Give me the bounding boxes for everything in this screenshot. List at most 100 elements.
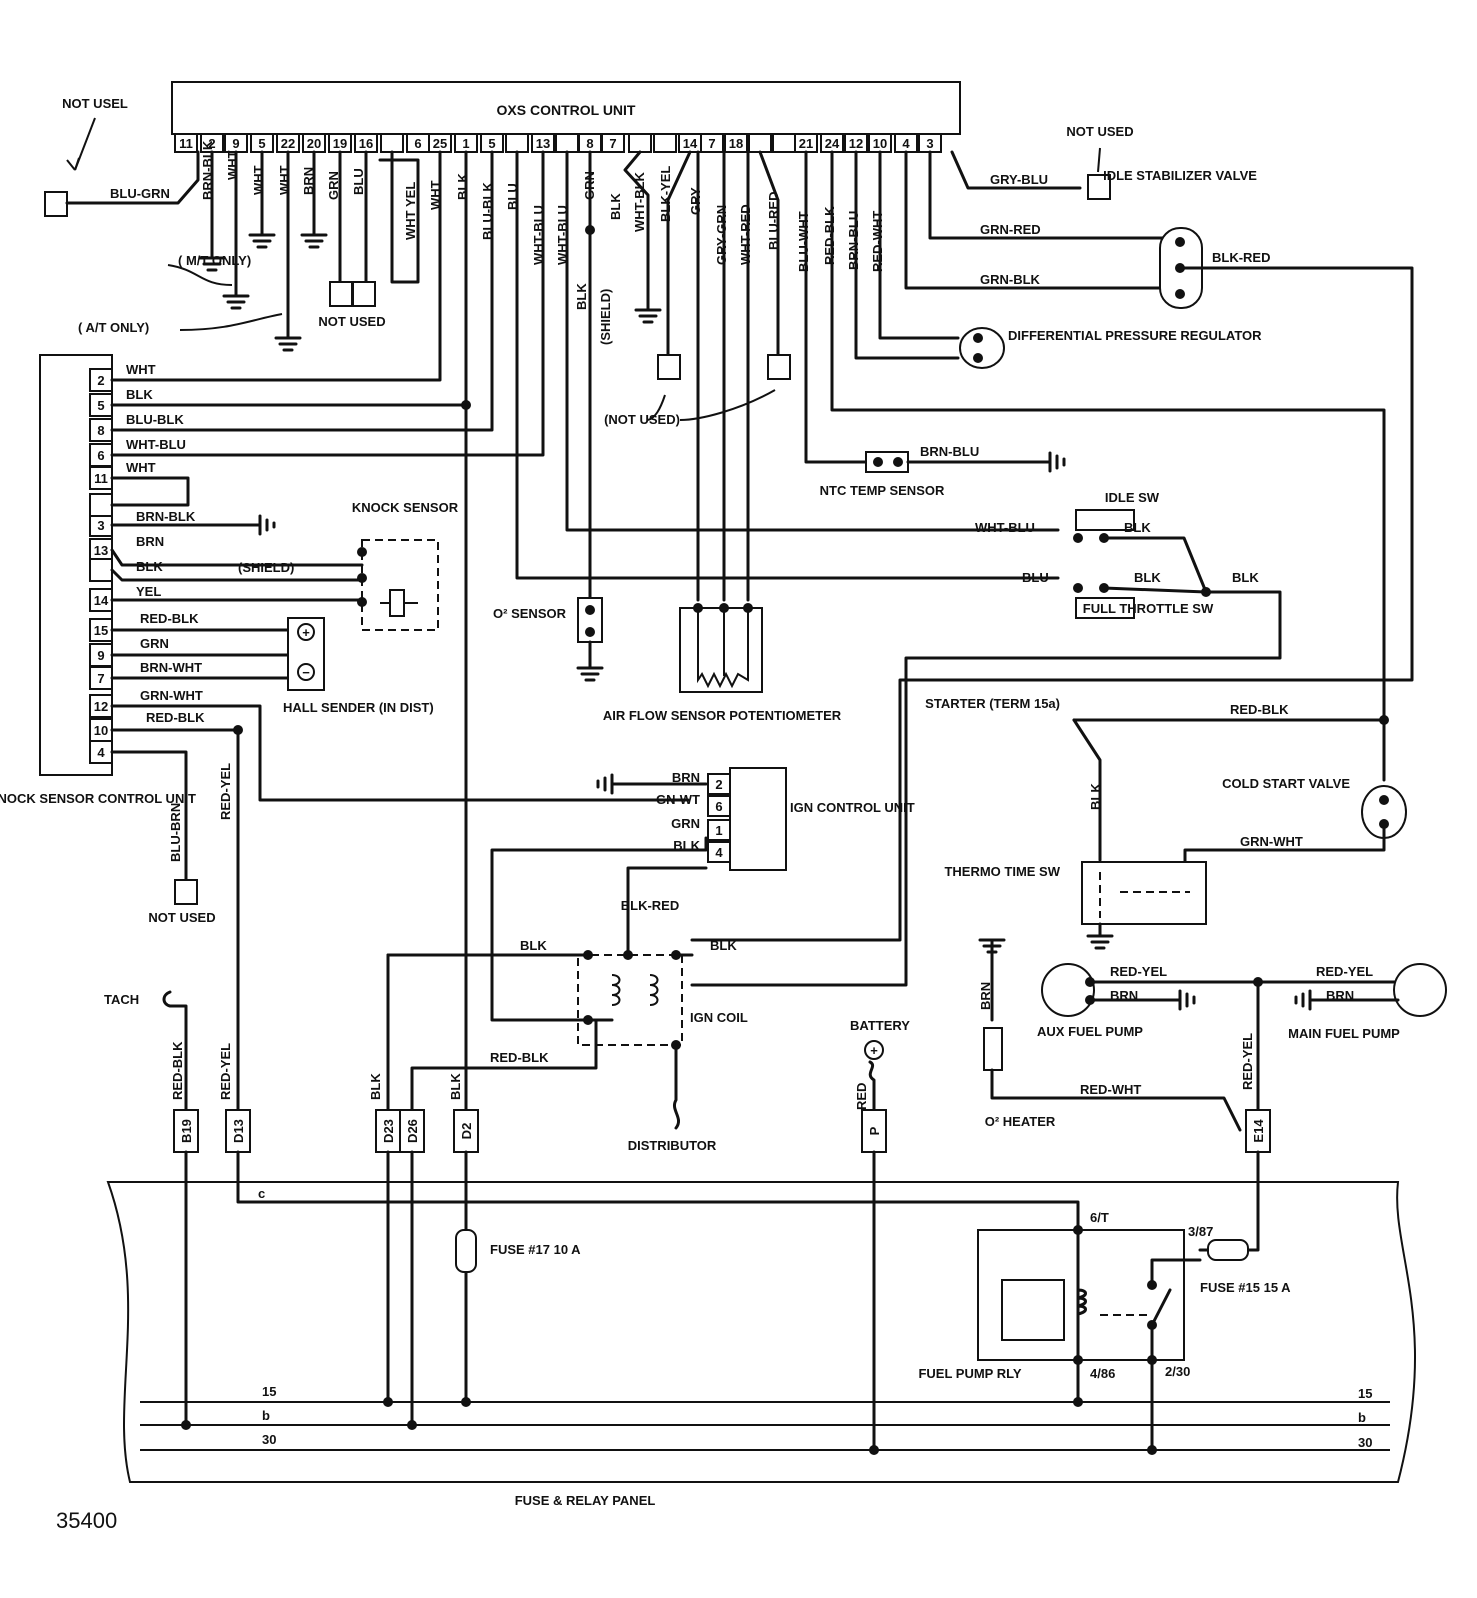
oxs-pin-label: 7 (708, 136, 715, 151)
oxs-pin-label: 14 (683, 136, 698, 151)
oxs-pin-label: 20 (307, 136, 321, 151)
oxs-pin (724, 133, 748, 153)
svg-text:WHT: WHT (126, 362, 156, 377)
svg-text:GRN: GRN (140, 636, 169, 651)
not-used-label-mid: NOT USED (318, 314, 385, 329)
oxs-pin-label: 8 (586, 136, 593, 151)
knock-sensor (361, 539, 439, 631)
svg-text:GRN-RED: GRN-RED (980, 222, 1041, 237)
svg-text:BLK: BLK (1088, 783, 1103, 810)
svg-text:WHT: WHT (225, 150, 240, 180)
svg-text:GRY-BLU: GRY-BLU (990, 172, 1048, 187)
svg-text:6/T: 6/T (1090, 1210, 1109, 1225)
svg-text:−: − (302, 665, 310, 680)
svg-text:4: 4 (715, 845, 723, 860)
svg-text:b: b (262, 1408, 270, 1423)
svg-text:BRN: BRN (978, 982, 993, 1010)
oxs-pin (628, 133, 652, 153)
svg-text:IGN CONTROL UNIT: IGN CONTROL UNIT (790, 800, 915, 815)
svg-text:TACH: TACH (104, 992, 139, 1007)
svg-text:30: 30 (1358, 1435, 1372, 1450)
svg-text:IDLE SW: IDLE SW (1105, 490, 1160, 505)
svg-text:WHT-BLK: WHT-BLK (632, 171, 647, 232)
svg-text:RED-YEL: RED-YEL (218, 1043, 233, 1100)
oxs-pin-label: 1 (462, 136, 469, 151)
svg-text:+: + (302, 625, 310, 640)
svg-text:30: 30 (262, 1432, 276, 1447)
svg-text:2/30: 2/30 (1165, 1364, 1190, 1379)
svg-text:BRN-BLU: BRN-BLU (920, 444, 979, 459)
ign-pin (707, 795, 731, 817)
oxs-pin (653, 133, 677, 153)
oxs-pin-label: 25 (433, 136, 447, 151)
svg-text:P: P (867, 1126, 882, 1135)
panel-connector (1245, 1109, 1271, 1153)
svg-text:BLK: BLK (710, 938, 737, 953)
ground-icon (1178, 989, 1196, 1011)
svg-text:BRN: BRN (1326, 988, 1354, 1003)
svg-text:BLK: BLK (1134, 570, 1161, 585)
figure-number: 35400 (56, 1508, 117, 1533)
differential-pressure-regulator (959, 327, 1005, 369)
not-used-label: NOT USEL (62, 96, 128, 111)
ground-icon (596, 773, 614, 795)
svg-text:BLK: BLK (368, 1073, 383, 1100)
svg-text:STARTER (TERM 15a): STARTER (TERM 15a) (925, 696, 1060, 711)
svg-text:AUX FUEL PUMP: AUX FUEL PUMP (1037, 1024, 1143, 1039)
svg-text:BLU: BLU (351, 168, 366, 195)
svg-text:BRN: BRN (672, 770, 700, 785)
oxs-pin (380, 133, 404, 153)
svg-text:DIFFERENTIAL PRESSURE REGULATO: DIFFERENTIAL PRESSURE REGULATOR (1008, 328, 1262, 343)
svg-text:BLK: BLK (608, 193, 623, 220)
ground-icon (1048, 451, 1066, 473)
svg-text:RED-BLK: RED-BLK (490, 1050, 549, 1065)
knock-pin-label: 15 (94, 623, 108, 638)
svg-text:NTC TEMP SENSOR: NTC TEMP SENSOR (820, 483, 945, 498)
ground-icon (1294, 989, 1312, 1011)
blu-grn-label: BLU-GRN (110, 186, 170, 201)
svg-text:(SHIELD): (SHIELD) (238, 560, 294, 575)
svg-text:WHT: WHT (277, 165, 292, 195)
svg-text:B19: B19 (179, 1119, 194, 1143)
oxs-pin-label: 5 (258, 136, 265, 151)
svg-text:BLK: BLK (1232, 570, 1259, 585)
knock-pin-label: 6 (97, 448, 104, 463)
svg-text:GRY: GRY (688, 187, 703, 215)
main-fuel-pump (1393, 963, 1447, 1017)
knock-pin-label: 13 (94, 543, 108, 558)
panel-connector (375, 1109, 401, 1153)
oxs-pin-label: 12 (849, 136, 863, 151)
svg-text:FULL THROTTLE SW: FULL THROTTLE SW (1083, 601, 1214, 616)
oxs-pin-label: 4 (902, 136, 910, 151)
svg-text:WHT-BLU: WHT-BLU (975, 520, 1035, 535)
svg-text:RED-BLK: RED-BLK (822, 206, 837, 265)
svg-text:15: 15 (1358, 1386, 1372, 1401)
knock-pin-label: 4 (97, 745, 105, 760)
oxs-pin-label: 9 (232, 136, 239, 151)
ground-icon (198, 256, 226, 272)
svg-text:RED-BLK: RED-BLK (170, 1041, 185, 1100)
svg-text:BLK-RED: BLK-RED (621, 898, 680, 913)
knock-pin-label: 9 (97, 648, 104, 663)
svg-text:KNOCK SENSOR: KNOCK SENSOR (352, 500, 459, 515)
svg-text:DISTRIBUTOR: DISTRIBUTOR (628, 1138, 717, 1153)
oxs-pin (700, 133, 724, 153)
svg-text:BLK: BLK (126, 387, 153, 402)
svg-text:(SHIELD): (SHIELD) (598, 289, 613, 345)
svg-text:BRN-BLU: BRN-BLU (846, 211, 861, 270)
svg-text:3/87: 3/87 (1188, 1224, 1213, 1239)
svg-text:IDLE STABILIZER VALVE: IDLE STABILIZER VALVE (1103, 168, 1257, 183)
svg-text:RED-BLK: RED-BLK (146, 710, 205, 725)
svg-text:(NOT USED): (NOT USED) (604, 412, 680, 427)
oxs-pin (601, 133, 625, 153)
svg-text:THERMO TIME SW: THERMO TIME SW (944, 864, 1060, 879)
svg-text:GRN: GRN (582, 171, 597, 200)
svg-text:COLD START VALVE: COLD START VALVE (1222, 776, 1350, 791)
panel-label: FUSE & RELAY PANEL (515, 1493, 656, 1508)
knock-pin-label: 7 (97, 671, 104, 686)
oxs-pin-label: 13 (536, 136, 550, 151)
fuse-17 (455, 1229, 477, 1273)
knock-control-unit-label: KNOCK SENSOR CONTROL UNIT (0, 791, 196, 806)
